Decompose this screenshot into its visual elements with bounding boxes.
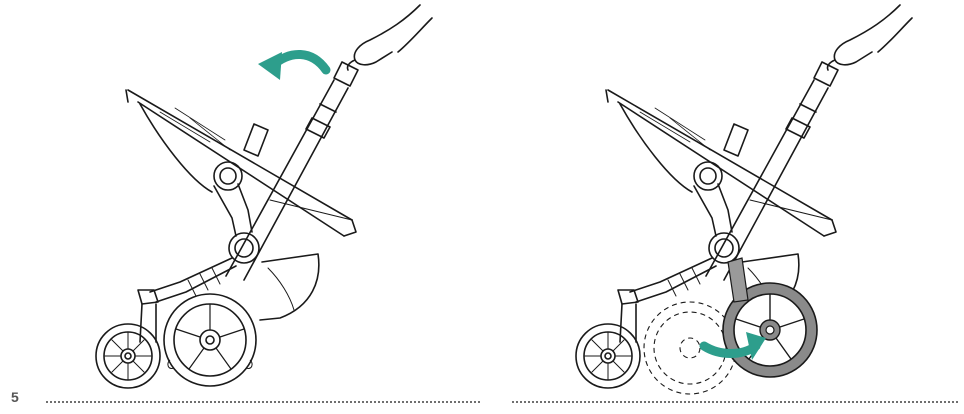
rear-wheel-ghost [644, 302, 736, 394]
separator-right [512, 401, 958, 403]
panel-right-stroller [576, 5, 912, 394]
rotate-handlebar-arrow-icon [258, 52, 326, 80]
rear-wheel-left [164, 294, 256, 386]
separator-left [46, 401, 480, 403]
panel-left-stroller [96, 5, 432, 388]
step-number: 5 [11, 390, 19, 404]
